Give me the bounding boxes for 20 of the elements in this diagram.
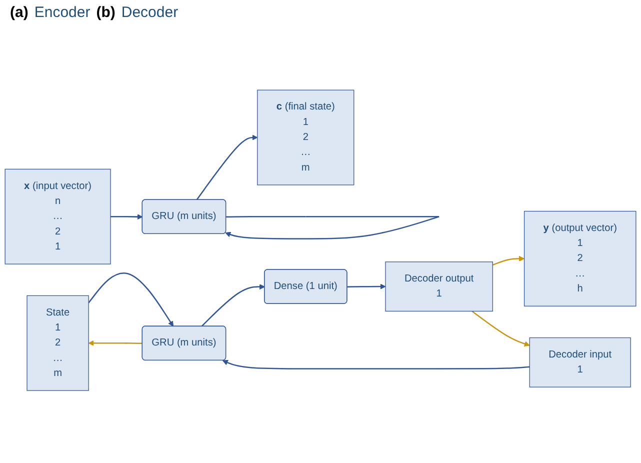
arrow — [225, 216, 440, 240]
panel-title: Encoder — [34, 4, 90, 21]
node-box: Decoder output 1 — [385, 261, 493, 312]
arrow — [492, 256, 525, 266]
node-box: y (output vector) 1 2 … h — [524, 210, 636, 306]
arrow — [110, 214, 143, 220]
arrow — [88, 272, 174, 326]
node-box: c (final state) 1 2 … m — [257, 89, 354, 185]
arrow — [88, 340, 142, 346]
arrow — [222, 360, 530, 370]
node-box: Decoder input 1 — [529, 337, 631, 388]
panel-title: Decoder — [121, 4, 178, 21]
node-box: x (input vector) n … 2 1 — [4, 168, 111, 264]
arrow — [196, 134, 258, 200]
panel-letter: (b) — [96, 4, 116, 21]
arrow — [201, 284, 265, 326]
arrow — [347, 283, 386, 290]
arrow — [472, 310, 530, 346]
panel-letter: (a) — [10, 4, 28, 21]
node-box: State 1 2 … m — [26, 295, 89, 391]
